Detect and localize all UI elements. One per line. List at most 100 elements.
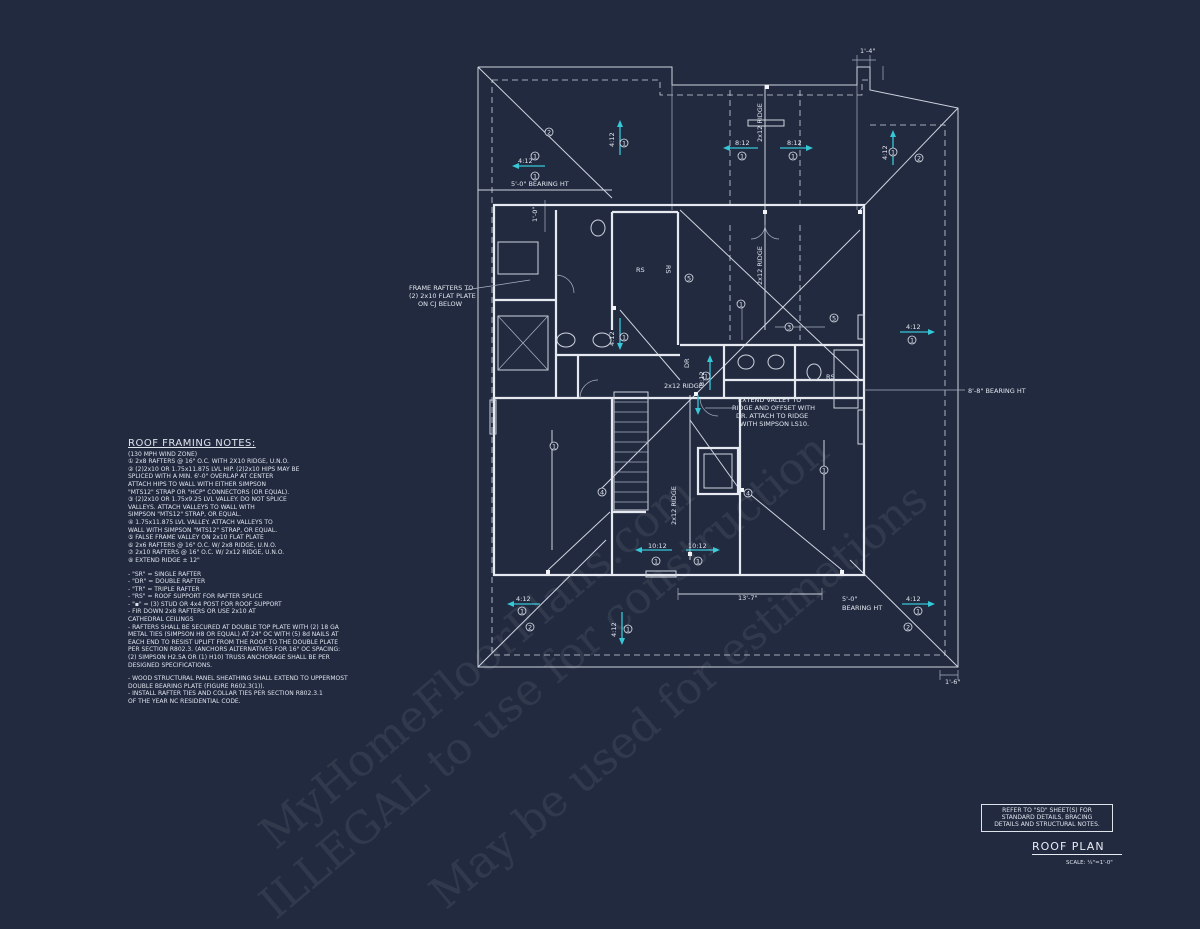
svg-text:BEARING HT: BEARING HT	[842, 604, 882, 612]
reference-line: REFER TO "SD" SHEET(S) FOR	[1002, 807, 1092, 814]
note-line: DESIGNED SPECIFICATIONS.	[128, 661, 213, 669]
svg-text:10:12: 10:12	[648, 542, 667, 550]
svg-text:5'-0" BEARING HT: 5'-0" BEARING HT	[511, 180, 569, 188]
note-line: ATTACH HIPS TO WALL WITH EITHER SIMPSON	[128, 480, 266, 488]
roof-plan-drawing: 2 1 1 1 1 1 1 2 1 5 1 3 5 1 1 1 1 4 4 1 …	[409, 47, 1026, 686]
note-line: - FIR DOWN 2x8 RAFTERS OR USE 2x10 AT	[128, 608, 256, 616]
svg-text:2: 2	[917, 155, 921, 163]
note-line: WALL WITH SIMPSON "MTS12" STRAP, OR EQUA…	[128, 526, 278, 534]
note-line: OF THE YEAR NC RESIDENTIAL CODE.	[128, 698, 241, 705]
svg-text:2: 2	[528, 624, 532, 632]
note-line: CATHEDRAL CEILINGS	[128, 616, 194, 624]
svg-text:5: 5	[832, 315, 836, 323]
svg-text:FRAME RAFTERS TO: FRAME RAFTERS TO	[409, 284, 473, 292]
note-line: ⑦ 2x10 RAFTERS @ 16" O.C. W/ 2x12 RIDGE,…	[128, 549, 285, 557]
svg-text:8:12: 8:12	[698, 371, 706, 386]
svg-text:4:12: 4:12	[608, 331, 616, 346]
svg-text:1: 1	[822, 467, 826, 475]
note-line: PER SECTION R802.3. (ANCHORS ALTERNATIVE…	[128, 646, 341, 654]
note-line: - WOOD STRUCTURAL PANEL SHEATHING SHALL …	[128, 675, 348, 683]
note-line: - "TR" = TRIPLE RAFTER	[128, 585, 200, 593]
reference-note-box: REFER TO "SD" SHEET(S) FOR STANDARD DETA…	[981, 804, 1113, 832]
note-line: - "DR" = DOUBLE RAFTER	[128, 578, 206, 586]
note-line: ⑤ FALSE FRAME VALLEY ON 2x10 FLAT PLATE	[128, 534, 264, 542]
svg-text:5: 5	[687, 275, 691, 283]
note-line: ② (2)2x10 OR 1.75x11.875 LVL HIP. (2)2x1…	[128, 465, 300, 473]
svg-text:RIDGE AND OFFSET WITH: RIDGE AND OFFSET WITH	[732, 404, 815, 412]
roof-framing-notes: ROOF FRAMING NOTES: (130 MPH WIND ZONE)①…	[128, 438, 368, 706]
svg-text:1: 1	[622, 140, 626, 148]
note-line: - "SR" = SINGLE RAFTER	[128, 570, 202, 578]
svg-text:2: 2	[547, 129, 551, 137]
svg-text:ON CJ BELOW: ON CJ BELOW	[418, 300, 463, 308]
svg-text:4: 4	[746, 490, 750, 498]
note-line: SPLICED WITH A MIN. 6'-0" OVERLAP AT CEN…	[128, 473, 274, 481]
note-line: DOUBLE BEARING PLATE (FIGURE R602.3(1)).	[128, 682, 265, 690]
sink-fixture	[767, 354, 785, 370]
svg-text:4:12: 4:12	[610, 622, 618, 637]
pitch-labels: 4:12 4:12 8:12 8:12 4:12 4:12 4:12 8:12 …	[516, 132, 921, 637]
svg-text:1: 1	[910, 337, 914, 345]
roof-outline	[477, 55, 959, 680]
svg-text:1: 1	[520, 608, 524, 616]
svg-text:1: 1	[552, 443, 556, 451]
svg-text:2x12 RIDGE: 2x12 RIDGE	[756, 103, 764, 142]
svg-text:4:12: 4:12	[906, 323, 921, 331]
svg-text:4:12: 4:12	[608, 132, 616, 147]
svg-text:4:12: 4:12	[881, 145, 889, 160]
svg-text:RS: RS	[664, 265, 672, 274]
svg-text:1: 1	[891, 149, 895, 157]
note-line: ① 2x8 RAFTERS @ 16" O.C. WITH 2X10 RIDGE…	[128, 458, 289, 466]
reference-line: STANDARD DETAILS, BRACING	[1001, 814, 1093, 822]
svg-text:1'-6": 1'-6"	[945, 678, 960, 686]
svg-text:DR: DR	[683, 358, 691, 368]
notes-list: (130 MPH WIND ZONE)① 2x8 RAFTERS @ 16" O…	[128, 451, 368, 706]
note-line: (2) SIMPSON H2.5A OR (1) H10) TRUSS ANCH…	[128, 654, 330, 662]
note-line: - "▪" = (3) STUD OR 4x4 POST FOR ROOF SU…	[128, 600, 282, 608]
svg-text:1: 1	[533, 173, 537, 181]
note-line: "MTS12" STRAP OR "HCP" CONNECTORS (OR EQ…	[128, 488, 290, 496]
ridge-labels: 2x12 RIDGE 2x12 RIDGE 2x12 RIDGE 2x12 RI…	[664, 103, 764, 525]
rafter-direction-lines	[551, 300, 825, 550]
svg-text:1'-4": 1'-4"	[860, 47, 875, 55]
sink-fixture	[737, 354, 755, 370]
leader-notes: FRAME RAFTERS TO (2) 2x10 FLAT PLATE ON …	[409, 279, 815, 428]
tub-fixture-right	[833, 349, 859, 409]
svg-text:1'-0": 1'-0"	[531, 207, 539, 222]
svg-text:RS: RS	[636, 266, 645, 274]
svg-text:1: 1	[533, 153, 537, 161]
svg-text:1: 1	[791, 153, 795, 161]
misc-labels: RS RS RS DR	[636, 265, 835, 381]
svg-text:EXTEND VALLEY TO: EXTEND VALLEY TO	[738, 396, 801, 404]
svg-text:1: 1	[739, 301, 743, 309]
svg-text:2x12 RIDGE: 2x12 RIDGE	[756, 246, 764, 285]
note-line: METAL TIES (SIMPSON H8 OR EQUAL) AT 24" …	[128, 631, 339, 639]
note-line: - "RS" = ROOF SUPPORT FOR RAFTER SPLICE	[128, 593, 263, 601]
note-line: ③ (2)2x10 OR 1.75x9.25 LVL VALLEY. DO NO…	[128, 496, 287, 504]
svg-text:1: 1	[704, 373, 708, 381]
sink-fixture	[556, 332, 576, 348]
svg-text:WITH SIMPSON LS10.: WITH SIMPSON LS10.	[740, 420, 809, 428]
svg-text:8:12: 8:12	[787, 139, 802, 147]
note-line: VALLEYS. ATTACH VALLEYS TO WALL WITH	[128, 503, 255, 511]
shower-fixture	[497, 315, 549, 371]
svg-text:8'-8" BEARING HT: 8'-8" BEARING HT	[968, 387, 1026, 395]
svg-text:1: 1	[622, 334, 626, 342]
svg-text:3: 3	[787, 324, 791, 332]
notes-title: ROOF FRAMING NOTES:	[128, 438, 256, 449]
svg-text:2x12 RIDGE: 2x12 RIDGE	[664, 382, 703, 390]
svg-text:DR. ATTACH TO RIDGE: DR. ATTACH TO RIDGE	[736, 412, 808, 420]
note-line: ⑥ 2x6 RAFTERS @ 16" O.C. W/ 2x8 RIDGE, U…	[128, 541, 277, 549]
circled-callouts: 2 1 1 1 1 1 1 2 1 5 1 3 5 1 1 1 1 4 4 1 …	[517, 127, 924, 634]
svg-text:4: 4	[600, 489, 604, 497]
svg-text:2x12 RIDGE: 2x12 RIDGE	[670, 486, 678, 525]
svg-text:1: 1	[654, 558, 658, 566]
svg-text:4:12: 4:12	[518, 157, 533, 165]
toilet-fixture	[806, 363, 822, 381]
svg-text:4:12: 4:12	[906, 595, 921, 603]
svg-text:10:12: 10:12	[688, 542, 707, 550]
svg-text:1: 1	[696, 558, 700, 566]
svg-text:4:12: 4:12	[516, 595, 531, 603]
note-line: - INSTALL RAFTER TIES AND COLLAR TIES PE…	[128, 690, 323, 698]
floor-plan-walls	[489, 119, 866, 578]
